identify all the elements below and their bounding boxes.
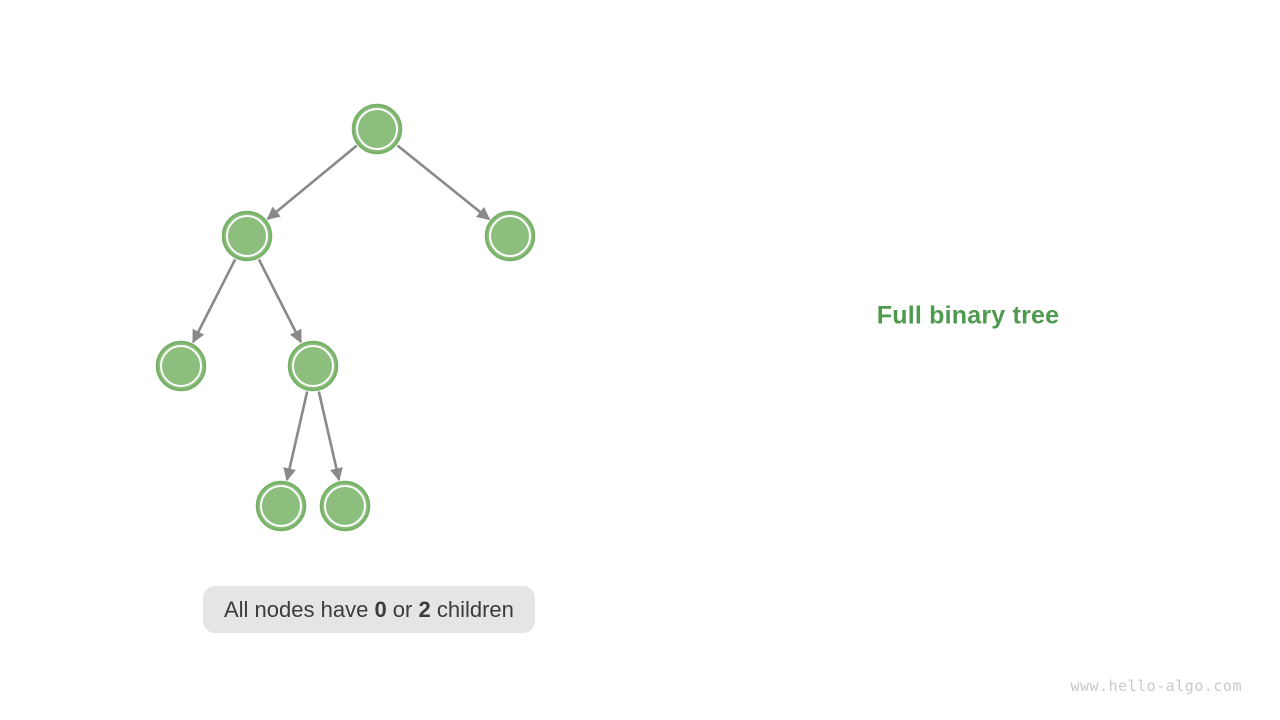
caption-suffix: children (430, 596, 514, 622)
tree-edge (191, 258, 237, 344)
tree-node-inner-ring (356, 108, 398, 150)
tree-edge (396, 144, 491, 221)
tree-node-circle (221, 210, 273, 262)
tree-node-circle (351, 103, 403, 155)
tree-node-inner-ring (160, 345, 202, 387)
tree-edge (317, 391, 343, 482)
tree-edge (257, 258, 303, 344)
tree-node-circle (155, 340, 207, 392)
caption-prefix: All nodes have (224, 596, 375, 622)
tree-node (221, 210, 273, 262)
caption-mid: or (386, 596, 419, 622)
tree-node (287, 340, 339, 392)
tree-node-inner-ring (292, 345, 334, 387)
diagram-title: Full binary tree (876, 301, 1060, 330)
tree-node-inner-ring (260, 485, 302, 527)
tree-node-inner-ring (489, 215, 531, 257)
watermark: www.hello-algo.com (1070, 677, 1242, 695)
tree-node-circle (287, 340, 339, 392)
tree-edge (266, 144, 358, 221)
tree-edge (283, 391, 309, 482)
tree-node (255, 480, 307, 532)
caption-text: All nodes have 0 or 2 children (224, 597, 514, 623)
tree-node-circle (255, 480, 307, 532)
tree-node (155, 340, 207, 392)
tree-node (319, 480, 371, 532)
tree-node (484, 210, 536, 262)
caption-bold-zero: 0 (374, 596, 387, 622)
caption-bold-two: 2 (418, 596, 431, 622)
tree-node-inner-ring (226, 215, 268, 257)
tree-node (351, 103, 403, 155)
tree-node-circle (319, 480, 371, 532)
caption-box: All nodes have 0 or 2 children (203, 586, 535, 633)
tree-node-inner-ring (324, 485, 366, 527)
tree-node-circle (484, 210, 536, 262)
